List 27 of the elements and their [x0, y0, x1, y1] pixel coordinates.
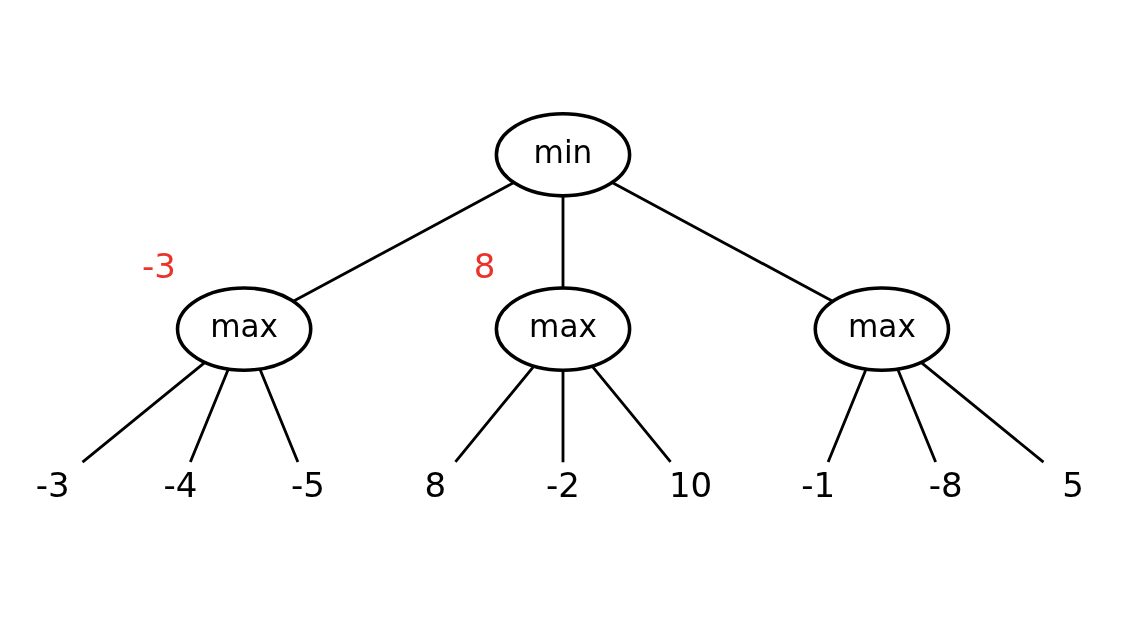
node-label: 8 [473, 245, 496, 286]
connector [611, 180, 834, 302]
node-text: 10 [668, 464, 713, 505]
node-text: -3 [35, 464, 70, 505]
connector [454, 364, 535, 463]
connector [292, 180, 515, 302]
connector [561, 195, 565, 287]
node-ellipse: max [494, 285, 632, 372]
node-text: 5 [1062, 464, 1085, 505]
node-text: 8 [424, 464, 447, 505]
node-label: -3 [142, 245, 176, 286]
node-text: -4 [163, 464, 198, 505]
connector [920, 360, 1045, 463]
connector [561, 369, 565, 462]
connector [81, 360, 206, 463]
node-text: -5 [290, 464, 325, 505]
connector [189, 368, 230, 462]
node-ellipse: max [175, 285, 313, 372]
node-ellipse: max [813, 285, 951, 372]
connector [591, 364, 672, 463]
node-text: -1 [801, 464, 836, 505]
connector [826, 368, 868, 462]
connector [896, 368, 937, 462]
node-text: -8 [928, 464, 963, 505]
node-ellipse: min [494, 111, 632, 198]
node-text: -2 [546, 464, 580, 505]
connector [258, 368, 300, 462]
